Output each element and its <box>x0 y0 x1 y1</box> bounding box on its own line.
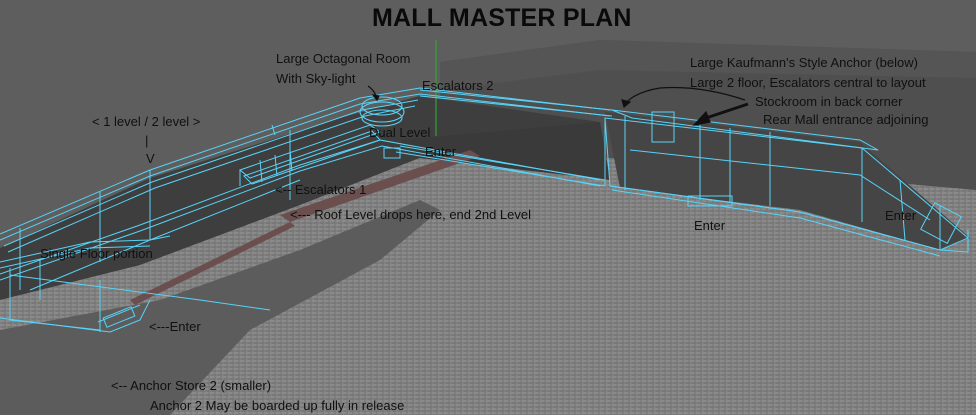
label-escalators-2: Escalators 2 <box>422 78 494 93</box>
label-enter-right: Enter <box>885 208 917 223</box>
label-octagonal-room-2: With Sky-light <box>276 71 356 86</box>
label-kaufmann-1: Large Kaufmann's Style Anchor (below) <box>690 55 918 70</box>
wireframe-kaufmann-anchor <box>604 109 969 257</box>
roof-edge-strip-2 <box>130 222 295 305</box>
label-stockroom: Stockroom in back corner <box>755 94 903 109</box>
rear-building-top <box>440 40 976 90</box>
foreground-plaza <box>0 200 440 415</box>
label-roof-level: <--- Roof Level drops here, end 2nd Leve… <box>290 207 532 222</box>
label-enter-mid: Enter <box>694 218 726 233</box>
label-enter-lower: <---Enter <box>149 319 201 334</box>
label-single-floor: Single Floor portion <box>40 246 153 261</box>
label-rear-entrance: Rear Mall entrance adjoining <box>763 112 929 127</box>
label-anchor-2-line2: Anchor 2 May be boarded up fully in rele… <box>150 398 405 413</box>
wireframe-escalators-1 <box>238 124 382 186</box>
label-octagonal-room-1: Large Octagonal Room <box>276 51 411 66</box>
page-title: MALL MASTER PLAN <box>372 4 632 32</box>
mid-roof-surface <box>400 122 610 180</box>
wireframe-octagonal-room <box>359 96 405 127</box>
label-kaufmann-2: Large 2 floor, Escalators central to lay… <box>690 75 926 90</box>
roof-edge-strip <box>280 150 480 222</box>
label-level-toggle: < 1 level / 2 level > <box>92 114 201 129</box>
label-enter-upper: Enter <box>425 144 457 159</box>
label-level-v: V <box>146 151 155 166</box>
anchor-roof-surface <box>605 112 970 250</box>
wireframe-single-floor <box>0 235 271 333</box>
annotation-arrows <box>367 85 749 126</box>
label-escalators-1: <-- Escalators 1 <box>275 182 367 197</box>
parking-strip <box>610 210 976 415</box>
label-level-pipe: | <box>145 133 149 148</box>
label-anchor-2-line1: <-- Anchor Store 2 (smaller) <box>111 378 272 393</box>
wireframe-connectors <box>383 89 613 187</box>
label-dual-level: Dual Level <box>369 125 431 140</box>
